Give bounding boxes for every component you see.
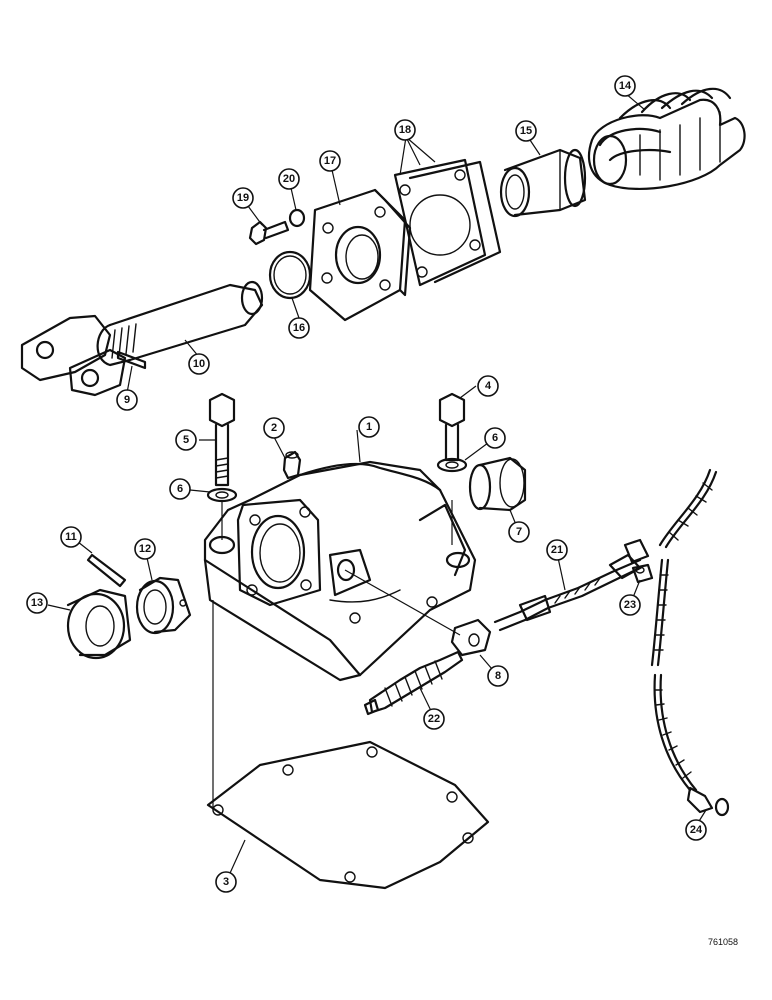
- svg-text:13: 13: [31, 597, 43, 609]
- callout-23: 23: [619, 594, 641, 616]
- svg-text:6: 6: [492, 432, 498, 444]
- grease-fitting-part: [282, 450, 302, 480]
- callout-7: 7: [508, 521, 530, 543]
- svg-text:7: 7: [516, 526, 522, 538]
- svg-text:8: 8: [495, 670, 501, 682]
- flexible-hose-part: [650, 468, 730, 817]
- callout-8: 8: [487, 665, 509, 687]
- bearing-part: [135, 576, 192, 635]
- svg-text:11: 11: [65, 531, 77, 543]
- svg-text:15: 15: [520, 125, 532, 137]
- lock-washer-part: [288, 208, 306, 228]
- callout-9: 9: [116, 389, 138, 411]
- figure-reference-number: 761058: [708, 937, 738, 947]
- callout-12: 12: [134, 538, 156, 560]
- callout-24: 24: [685, 819, 707, 841]
- callout-16: 16: [288, 317, 310, 339]
- yoke-shaft-part: [20, 280, 264, 397]
- flat-washer-right-part: [436, 457, 468, 473]
- steering-housing-part: [203, 460, 477, 682]
- callout-13: 13: [26, 592, 48, 614]
- svg-text:12: 12: [139, 543, 151, 555]
- flat-washer-left-part: [206, 487, 238, 503]
- long-bolt-right-part: [438, 392, 466, 462]
- svg-text:4: 4: [485, 380, 492, 392]
- svg-text:19: 19: [237, 192, 249, 204]
- callout-18: 18: [394, 119, 416, 141]
- small-fitting-part: [631, 563, 654, 584]
- callout-14: 14: [614, 75, 636, 97]
- tee-fitting-part: [450, 618, 492, 657]
- pin-part: [86, 553, 127, 588]
- leader-lines: [47, 92, 707, 883]
- hose-fitting-part: [363, 650, 464, 716]
- callout-22: 22: [423, 708, 445, 730]
- callout-2: 2: [263, 417, 285, 439]
- o-ring-part: [268, 250, 312, 300]
- callout-19: 19: [232, 187, 254, 209]
- callout-20: 20: [278, 168, 300, 190]
- bottom-gasket-part: [206, 740, 490, 890]
- seal-cup-part: [468, 456, 527, 512]
- svg-text:5: 5: [183, 434, 189, 446]
- alignment-lines: [212, 500, 461, 810]
- svg-text:6: 6: [177, 483, 183, 495]
- seal-ring-part: [66, 588, 132, 660]
- svg-text:20: 20: [283, 173, 295, 185]
- svg-text:18: 18: [399, 124, 411, 136]
- callout-21: 21: [546, 539, 568, 561]
- roll-pin-yoke-part: [116, 350, 147, 370]
- cap-screw-part: [248, 220, 290, 246]
- callout-1: 1: [358, 416, 380, 438]
- callout-10: 10: [188, 353, 210, 375]
- callout-11: 11: [60, 526, 82, 548]
- long-bolt-left-part: [208, 392, 236, 487]
- callout-15: 15: [515, 120, 537, 142]
- svg-text:24: 24: [690, 824, 703, 836]
- svg-text:14: 14: [619, 80, 632, 92]
- svg-text:17: 17: [324, 155, 336, 167]
- svg-text:1: 1: [366, 421, 372, 433]
- svg-text:9: 9: [124, 394, 130, 406]
- svg-text:23: 23: [624, 599, 636, 611]
- svg-text:3: 3: [223, 876, 229, 888]
- svg-text:22: 22: [428, 713, 440, 725]
- callout-17: 17: [319, 150, 341, 172]
- svg-text:10: 10: [193, 358, 205, 370]
- svg-text:16: 16: [293, 322, 305, 334]
- svg-text:2: 2: [271, 422, 277, 434]
- lube-line-assembly-part: [493, 538, 650, 632]
- callout-4: 4: [477, 375, 499, 397]
- callout-6-right: 6: [484, 427, 506, 449]
- flange-plate-part: [308, 188, 412, 322]
- callout-6-left: 6: [169, 478, 191, 500]
- bushing-sleeve-part: [499, 148, 587, 218]
- svg-text:21: 21: [551, 544, 563, 556]
- callout-5: 5: [175, 429, 197, 451]
- coil-spring-part: [587, 87, 746, 191]
- gasket-pair-part: [393, 158, 502, 287]
- callout-3: 3: [215, 871, 237, 893]
